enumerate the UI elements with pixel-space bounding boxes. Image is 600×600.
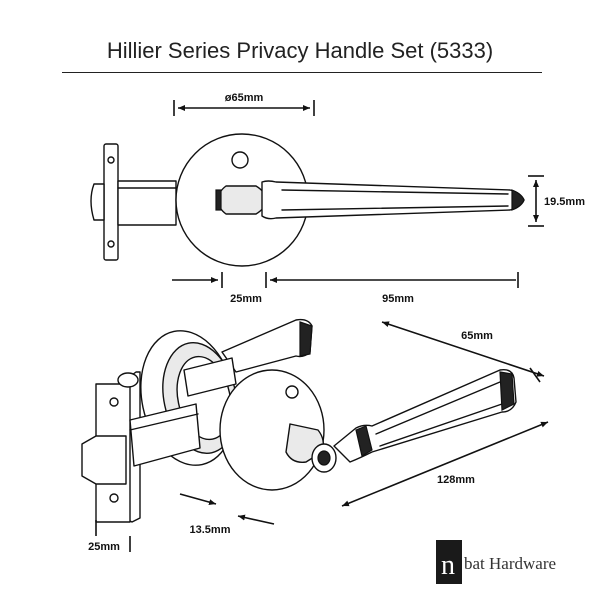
top-dimensions <box>172 100 544 288</box>
collar-ring <box>215 189 222 211</box>
overall-length-dimension-line <box>341 421 549 507</box>
overall-length-label: 128mm <box>437 474 475 486</box>
back-lever <box>221 318 313 373</box>
brand-logo-mark: n <box>436 540 462 584</box>
faceplate-screw-hole-bottom <box>107 240 115 248</box>
backset-label-top: 25mm <box>230 293 262 305</box>
perspective-view-drawing <box>81 318 517 523</box>
side-view-drawing <box>90 133 525 267</box>
latch-bolt <box>90 183 105 221</box>
rose-thickness-dimension-line-right <box>237 514 275 525</box>
lever-height-label: 19.5mm <box>544 196 585 208</box>
front-privacy-hole <box>285 385 299 399</box>
perspective-dimensions <box>95 321 549 552</box>
brand-name: bat Hardware <box>464 554 557 573</box>
latch-bolt-perspective <box>81 435 127 485</box>
latch-tube-perspective <box>129 403 201 467</box>
brand-logo-letter: n <box>441 550 455 581</box>
lever-depth-dimension-line <box>381 321 545 377</box>
backset-label-bottom: 25mm <box>88 541 120 553</box>
page-title: Hillier Series Privacy Handle Set (5333) <box>106 38 494 63</box>
privacy-turn-hole <box>231 151 249 169</box>
brand-logo: n bat Hardware <box>436 540 586 584</box>
title-underline <box>62 72 542 73</box>
lever-depth-label: 65mm <box>461 330 493 342</box>
lever-end-cap <box>511 189 525 211</box>
lever-length-label: 95mm <box>382 293 414 305</box>
lever-collar <box>217 185 267 215</box>
rose-thickness-dimension-line-left <box>179 493 217 506</box>
rose-diameter-label: ø65mm <box>225 92 264 104</box>
faceplate-screw-hole-top <box>107 156 115 164</box>
lever-handle <box>261 180 525 220</box>
rose-thickness-label: 13.5mm <box>190 524 231 536</box>
